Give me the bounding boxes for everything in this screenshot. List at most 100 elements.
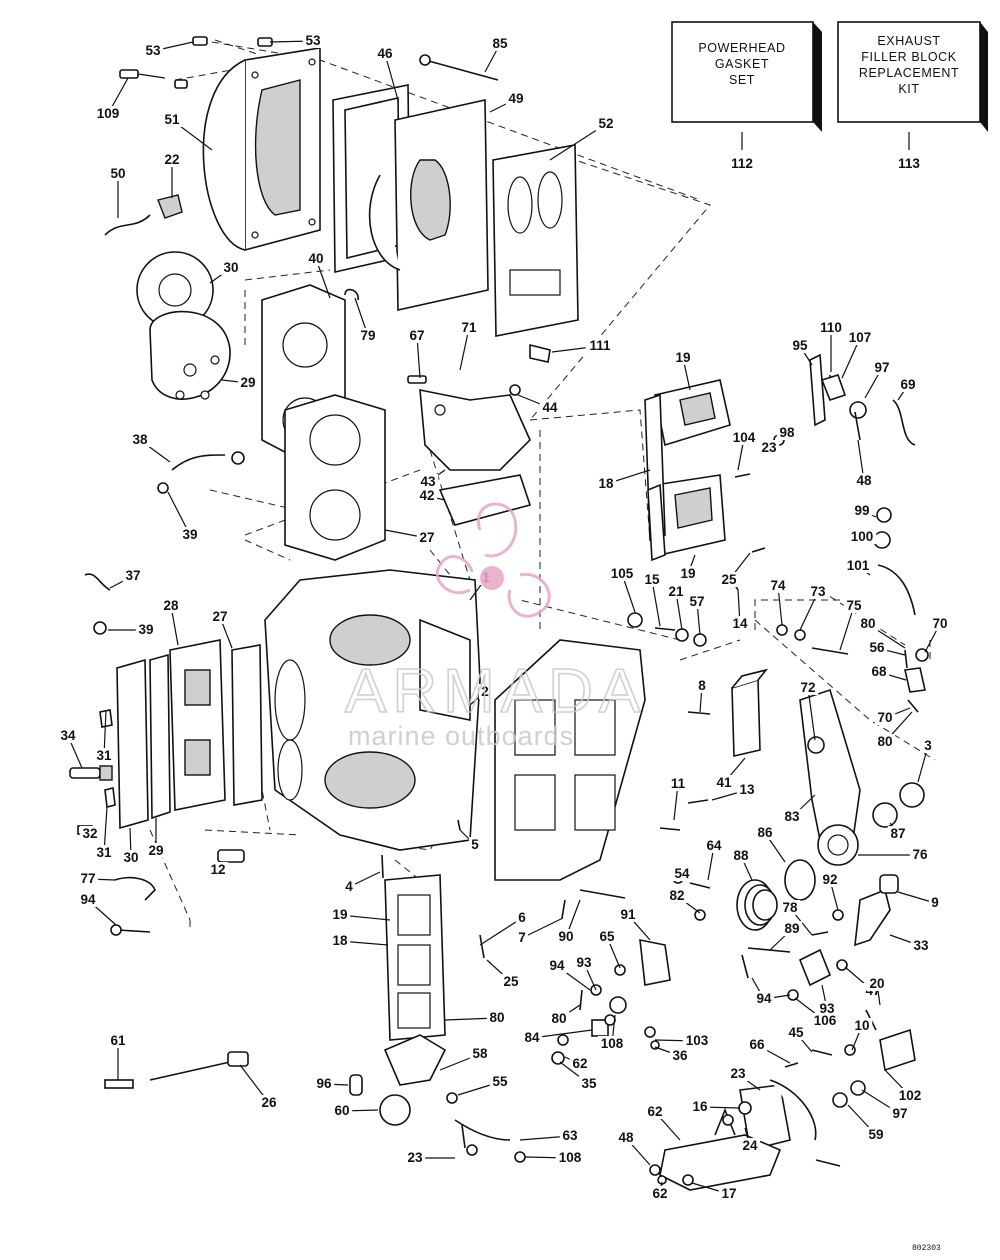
callout-background bbox=[597, 1036, 627, 1051]
kit-label-line: POWERHEAD bbox=[698, 41, 785, 55]
callout-background bbox=[596, 929, 618, 944]
callout-background bbox=[865, 1127, 887, 1142]
callout-number: 108 bbox=[559, 1150, 582, 1165]
callout-number: 5 bbox=[471, 837, 479, 852]
lever-78 bbox=[854, 888, 891, 947]
callout-82: 82 bbox=[666, 888, 701, 914]
callout-number: 39 bbox=[138, 622, 153, 637]
callout-92: 92 bbox=[819, 872, 841, 911]
callout-37: 37 bbox=[109, 568, 144, 589]
callout-94: 94 bbox=[546, 958, 591, 991]
callout-41: 41 bbox=[713, 757, 746, 790]
callout-number: 53 bbox=[145, 43, 161, 58]
callout-4: 4 bbox=[342, 871, 381, 894]
callout-40: 40 bbox=[305, 251, 331, 299]
callout-number: 102 bbox=[899, 1088, 922, 1103]
callout-number: 78 bbox=[782, 900, 798, 915]
callout-number: 7 bbox=[518, 930, 526, 945]
callout-91: 91 bbox=[617, 907, 651, 941]
callout-background bbox=[718, 572, 740, 587]
spring-88 bbox=[736, 879, 778, 931]
hose-50 bbox=[104, 214, 151, 236]
callout-number: 70 bbox=[932, 616, 947, 631]
callout-number: 97 bbox=[892, 1106, 907, 1121]
callout-97: 97 bbox=[864, 360, 893, 399]
callout-background bbox=[853, 473, 875, 488]
link-58 bbox=[769, 1079, 817, 1141]
callout-100: 100 bbox=[847, 529, 877, 544]
callout-number: 13 bbox=[739, 782, 755, 797]
callout-98: 98 bbox=[776, 425, 798, 441]
callout-76: 76 bbox=[858, 847, 931, 862]
bracket-71 bbox=[419, 389, 531, 471]
callout-44: 44 bbox=[517, 394, 561, 415]
callout-2: 2 bbox=[469, 684, 492, 706]
callout-background bbox=[77, 892, 99, 907]
callout-number: 55 bbox=[492, 1074, 508, 1089]
spark-plug-34 bbox=[69, 765, 113, 781]
callout-107: 107 bbox=[841, 330, 875, 379]
callout-89: 89 bbox=[769, 921, 803, 951]
callout-number: 68 bbox=[871, 664, 887, 679]
callout-80: 80 bbox=[857, 616, 906, 649]
callout-29: 29 bbox=[145, 818, 167, 858]
callout-number: 60 bbox=[334, 1103, 349, 1118]
callout-103: 103 bbox=[654, 1033, 712, 1048]
callout-number: 42 bbox=[419, 488, 434, 503]
callout-background bbox=[644, 1104, 666, 1119]
callout-background bbox=[718, 1186, 740, 1201]
callout-19: 19 bbox=[329, 907, 391, 922]
callout-16: 16 bbox=[689, 1099, 741, 1114]
bushing-86 bbox=[784, 859, 816, 901]
callout-background bbox=[515, 910, 529, 925]
callout-background bbox=[785, 1025, 807, 1040]
callout-90: 90 bbox=[555, 899, 581, 944]
callout-background bbox=[555, 1150, 585, 1165]
callout-background bbox=[585, 338, 615, 353]
callout-background bbox=[569, 1056, 591, 1071]
rod-35 bbox=[149, 1051, 249, 1081]
callout-background bbox=[305, 251, 327, 266]
callout-background bbox=[797, 680, 819, 695]
callout-45: 45 bbox=[785, 1025, 813, 1053]
callout-background bbox=[468, 837, 482, 852]
callout-number: 12 bbox=[210, 862, 225, 877]
callout-background bbox=[57, 728, 79, 743]
callout-60: 60 bbox=[331, 1103, 379, 1118]
callout-number: 94 bbox=[549, 958, 565, 973]
callout-number: 105 bbox=[611, 566, 634, 581]
callout-background bbox=[746, 1037, 768, 1052]
callout-number: 93 bbox=[819, 1001, 835, 1016]
callout-number: 70 bbox=[877, 710, 892, 725]
callout-96: 96 bbox=[313, 1076, 349, 1091]
callout-number: 9 bbox=[931, 895, 939, 910]
callout-background bbox=[889, 1106, 911, 1121]
leader-line bbox=[384, 53, 399, 101]
callout-number: 31 bbox=[96, 845, 112, 860]
callout-33: 33 bbox=[889, 934, 932, 953]
callout-34: 34 bbox=[57, 728, 83, 769]
callout-62: 62 bbox=[644, 1104, 681, 1141]
callout-background bbox=[416, 488, 438, 503]
callout-background bbox=[220, 260, 242, 275]
callout-110: 110 bbox=[816, 320, 846, 372]
callout-background bbox=[816, 1001, 838, 1016]
callout-number: 66 bbox=[749, 1037, 765, 1052]
callout-number: 4 bbox=[345, 879, 353, 894]
stud-85 bbox=[419, 54, 499, 81]
exhaust-plate-49 bbox=[368, 99, 489, 311]
callout-background bbox=[671, 866, 693, 881]
callout-background bbox=[739, 1138, 761, 1153]
callout-number: 72 bbox=[800, 680, 815, 695]
callout-number: 20 bbox=[869, 976, 884, 991]
kit-label-line: FILLER BLOCK bbox=[861, 50, 956, 64]
callout-number: 79 bbox=[360, 328, 375, 343]
callout-number: 100 bbox=[851, 529, 874, 544]
callout-number: 50 bbox=[110, 166, 125, 181]
callout-background bbox=[179, 527, 201, 542]
callout-background bbox=[781, 921, 803, 936]
callout-background bbox=[329, 933, 351, 948]
exhaust-cover-51 bbox=[202, 47, 321, 252]
callout-number: 69 bbox=[900, 377, 915, 392]
callout-background bbox=[515, 930, 529, 945]
